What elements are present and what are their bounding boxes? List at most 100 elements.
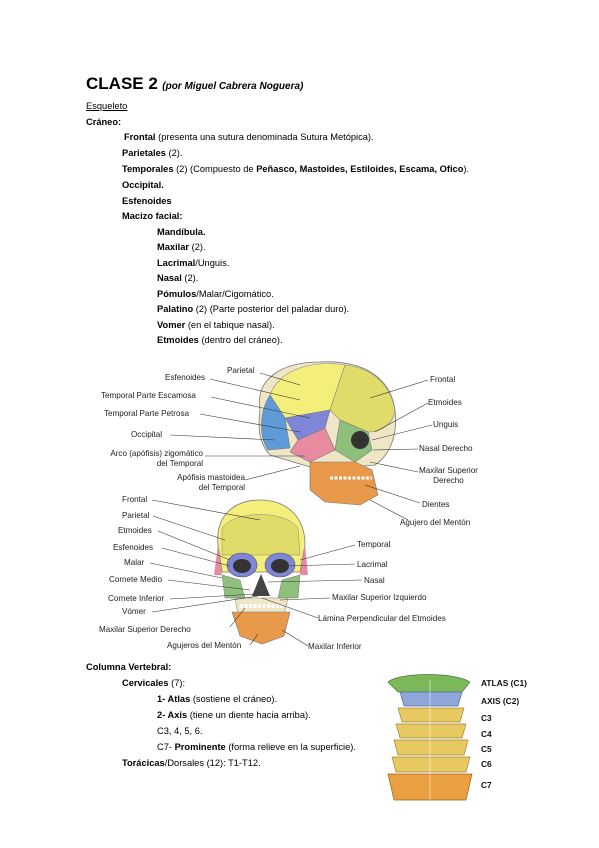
label-fr-vomer: Vómer <box>122 607 146 616</box>
item-esfenoides: Esfenoides <box>122 196 172 206</box>
label-lat-arco-line1: Arco (apófisis) zigomático <box>110 449 203 458</box>
label-lat-maxilar-line1: Maxilar Superior <box>419 466 478 475</box>
label-lat-arco-line2: del Temporal <box>156 459 203 468</box>
label-fr-temporal: Temporal <box>357 540 391 549</box>
label-c6: C6 <box>481 759 492 769</box>
label-lat-nasal-derecho: Nasal Derecho <box>419 444 473 453</box>
item-cervicales: Cervicales (7): <box>122 678 185 689</box>
item-frontal-bold: Frontal <box>124 132 156 142</box>
item-temporales-bold: Temporales <box>122 164 174 174</box>
item-pomulos: Pómulos/Malar/Cigomático. <box>157 289 274 300</box>
label-fr-maxilar-sup-izq: Maxilar Superior Izquierdo <box>332 593 427 602</box>
item-temporales-rest2: ). <box>463 164 470 174</box>
label-fr-maxilar-inf: Maxilar Inferior <box>308 642 362 651</box>
label-fr-lacrimal: Lacrimal <box>357 560 388 569</box>
label-fr-parietal: Parietal <box>122 511 150 520</box>
craneo-heading: Cráneo: <box>86 117 122 127</box>
item-palatino-bold: Palatino <box>157 304 194 314</box>
item-vomer-bold: Vomer <box>157 320 186 330</box>
item-maxilar-bold: Maxilar <box>157 242 190 252</box>
label-lat-etmoides: Etmoides <box>428 398 462 407</box>
item-toracicas-bold: Torácicas <box>122 758 165 768</box>
item-frontal-rest: (presenta una sutura denominada Sutura M… <box>155 132 374 142</box>
item-atlas-bold: 1- Atlas <box>157 694 191 704</box>
label-lat-temporal-petrosa: Temporal Parte Petrosa <box>104 409 190 418</box>
item-maxilar: Maxilar (2). <box>157 242 206 253</box>
item-temporales-bold2: Peñasco, Mastoides, Estiloides, Escama, … <box>256 164 464 174</box>
label-fr-nasal: Nasal <box>364 576 385 585</box>
label-fr-esfenoides: Esfenoides <box>113 543 154 552</box>
frontal-leader-lines <box>149 499 363 647</box>
label-c5: C5 <box>481 744 492 754</box>
label-lat-unguis: Unguis <box>433 420 459 429</box>
item-lacrimal-rest: /Unguis. <box>195 258 230 268</box>
item-cervicales-rest: (7): <box>168 678 186 688</box>
label-lat-apofisis-line2: del Temporal <box>198 483 245 492</box>
item-nasal-rest: (2). <box>181 273 199 283</box>
item-cervicales-bold: Cervicales <box>122 678 169 688</box>
label-lat-apofisis-line1: Apófisis mastoidea <box>177 473 245 482</box>
label-lat-temporal-escamosa: Temporal Parte Escamosa <box>101 391 196 400</box>
label-fr-agujeros-menton: Agujeros del Mentón <box>167 641 242 650</box>
item-pomulos-bold: Pómulos <box>157 289 197 299</box>
item-etmoides-rest: (dentro del cráneo). <box>198 335 283 345</box>
item-vomer: Vomer (en el tabique nasal). <box>157 320 275 331</box>
label-lat-maxilar-superior: Maxilar Superior Derecho <box>419 466 478 486</box>
item-c7-bold: Prominente <box>174 742 226 752</box>
item-maxilar-rest: (2). <box>189 242 206 252</box>
item-nasal-bold: Nasal <box>157 273 182 283</box>
item-macizo: Macizo facial: <box>122 211 183 221</box>
item-vomer-rest: (en el tabique nasal). <box>185 320 275 330</box>
title-author: (por Miguel Cabrera Noguera) <box>162 81 304 92</box>
label-c3: C3 <box>481 713 492 723</box>
label-c7: C7 <box>481 780 492 790</box>
label-atlas: ATLAS (C1) <box>481 678 527 688</box>
label-lat-dientes: Dientes <box>422 500 450 509</box>
section-skeleton: Esqueleto <box>86 101 128 111</box>
frontal-skull <box>214 499 308 645</box>
item-lacrimal: Lacrimal/Unguis. <box>157 258 229 269</box>
item-palatino: Palatino (2) (Parte posterior del palada… <box>157 304 349 315</box>
label-lat-esfenoides: Esfenoides <box>165 373 206 382</box>
label-fr-frontal: Frontal <box>122 495 148 504</box>
item-c7: C7- Prominente (forma relieve en la supe… <box>157 742 356 753</box>
item-pomulos-rest: /Malar/Cigomático. <box>196 289 274 299</box>
item-axis: 2- Axis (tiene un diente hacia arriba). <box>157 710 311 721</box>
label-fr-cornete-medio: Cornete Medio <box>109 575 163 584</box>
item-etmoides-bold: Etmoides <box>157 335 199 345</box>
item-etmoides: Etmoides (dentro del cráneo). <box>157 335 283 346</box>
item-temporales: Temporales (2) (Compuesto de Peñasco, Ma… <box>122 164 469 175</box>
item-parietales-rest: (2). <box>165 148 183 158</box>
item-axis-rest: (tiene un diente hacia arriba). <box>187 710 311 720</box>
label-lat-parietal: Parietal <box>227 366 255 375</box>
item-palatino-rest: (2) (Parte posterior del paladar duro). <box>193 304 350 314</box>
item-lacrimal-bold: Lacrimal <box>157 258 196 268</box>
label-fr-lamina: Lámina Perpendicular del Etmoides <box>318 614 446 623</box>
label-lat-agujero-menton: Agujero del Mentón <box>400 518 471 527</box>
item-atlas-rest: (sostiene el cráneo). <box>190 694 278 704</box>
item-c7-rest: (forma relieve en la superficie). <box>225 742 356 752</box>
title-main: CLASE 2 <box>86 74 158 93</box>
item-axis-bold: 2- Axis <box>157 710 188 720</box>
item-parietales: Parietales (2). <box>122 148 182 159</box>
label-lat-apofisis: Apófisis mastoidea del Temporal <box>160 473 245 493</box>
item-toracicas-rest: /Dorsales (12): T1-T12. <box>164 758 261 768</box>
page-title: CLASE 2 (por Miguel Cabrera Noguera) <box>86 74 303 94</box>
label-lat-arco: Arco (apófisis) zigomático del Temporal <box>98 449 203 469</box>
label-fr-etmoides: Etmoides <box>118 526 152 535</box>
item-frontal: Frontal (presenta una sutura denominada … <box>124 132 374 143</box>
item-atlas: 1- Atlas (sostiene el cráneo). <box>157 694 277 705</box>
label-c4: C4 <box>481 729 492 739</box>
label-fr-maxilar-sup-der: Maxilar Superior Derecho <box>99 625 191 634</box>
label-lat-occipital: Occipital <box>131 430 163 439</box>
label-lat-frontal: Frontal <box>430 375 456 384</box>
item-c3: C3, 4, 5, 6. <box>157 726 203 736</box>
item-toracicas: Torácicas/Dorsales (12): T1-T12. <box>122 758 261 769</box>
item-mandibula: Mandíbula. <box>157 227 206 237</box>
lateral-skull <box>258 361 396 506</box>
columna-heading: Columna Vertebral: <box>86 662 172 672</box>
